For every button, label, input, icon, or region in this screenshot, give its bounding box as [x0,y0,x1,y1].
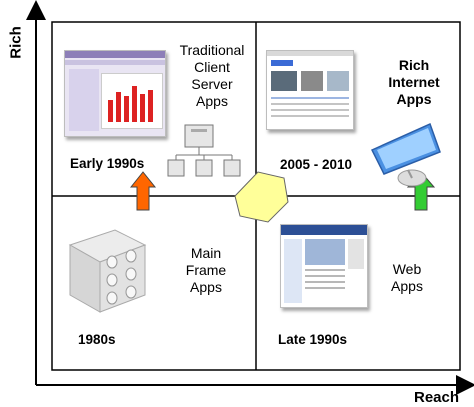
era-label-1980s: 1980s [78,332,116,347]
era-label-2005-2010: 2005 - 2010 [280,157,353,172]
web-portal-screenshot [266,50,354,130]
mainframe-apps-label: Main Frame Apps [185,245,227,295]
era-label-late-1990s: Late 1990s [278,332,348,347]
x-axis-label: Reach [414,389,460,406]
traditional-client-server-label: Traditional Client Server Apps [179,42,245,109]
y-axis-label: Rich [7,26,25,59]
web-browser-screenshot [280,224,368,308]
mainframe-box-icon [68,229,147,313]
era-label-early-1990s: Early 1990s [70,156,145,171]
rich-internet-apps-label: Rich Internet Apps [388,57,440,107]
server-network-icon [167,124,241,177]
imac-computer-icon [370,122,441,187]
hexagon-shape [234,171,289,223]
spreadsheet-screenshot [64,50,166,137]
web-apps-label: Web Apps [391,261,423,294]
up-arrow-icon [129,171,157,211]
